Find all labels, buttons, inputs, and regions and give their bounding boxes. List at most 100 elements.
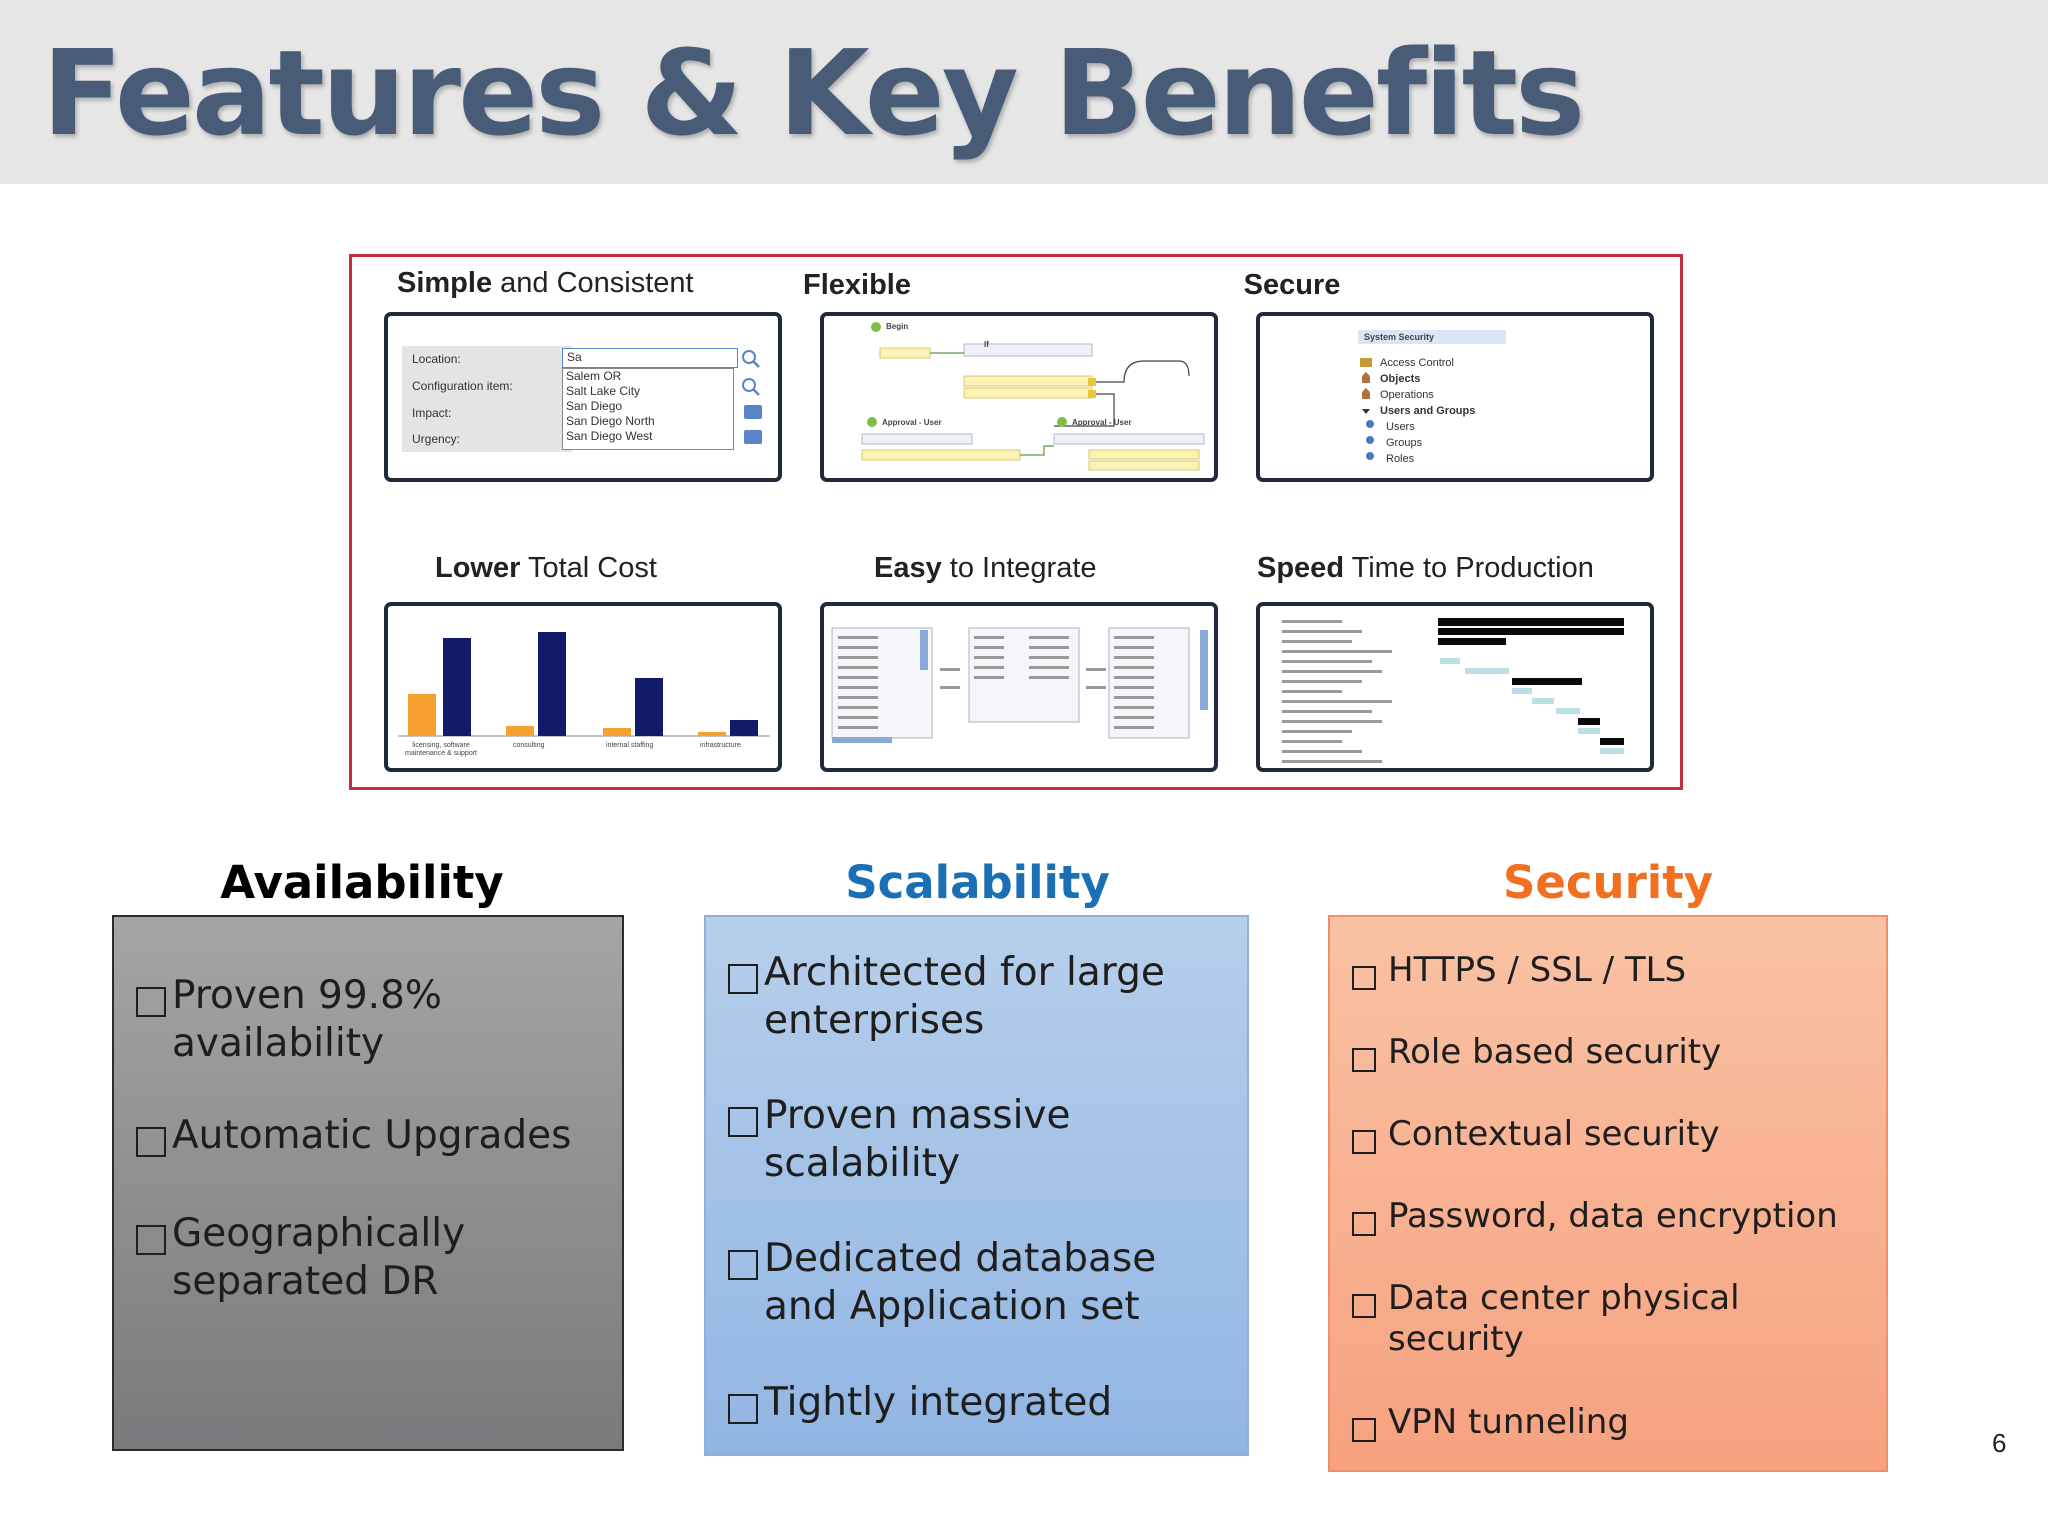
- page-number: 6: [1992, 1428, 2007, 1458]
- workflow-diagram: [861, 322, 1205, 471]
- bar-navy: [730, 720, 758, 736]
- bar-navy: [538, 632, 566, 736]
- form-label-location: Location:: [412, 352, 461, 366]
- list-item: Data center physical security: [1352, 1278, 1740, 1360]
- group-icon: [1366, 436, 1374, 444]
- availability-box: Proven 99.8% availability Automatic Upgr…: [112, 915, 624, 1451]
- checkbox-icon: [1352, 1212, 1376, 1236]
- checkbox-icon: [1352, 1130, 1376, 1154]
- list-item: Architected for large enterprises: [728, 949, 1165, 1045]
- form-label-urgency: Urgency:: [412, 432, 461, 446]
- workflow-panel: Begin If Approval - User Approval - User: [820, 312, 1218, 482]
- suggestion-item[interactable]: San Diego: [566, 399, 623, 413]
- location-input[interactable]: Sa: [562, 348, 738, 368]
- tree-icons: [1360, 358, 1374, 460]
- impact-select-icon[interactable]: [744, 405, 762, 419]
- tree-item[interactable]: Objects: [1380, 373, 1421, 385]
- flow-begin-label: Begin: [886, 322, 909, 331]
- form-label-ci: Configuration item:: [412, 379, 513, 393]
- list-item: Automatic Upgrades: [136, 1112, 571, 1160]
- form-label-impact: Impact:: [412, 406, 452, 420]
- suggestion-item[interactable]: Salem OR: [566, 369, 622, 383]
- list-item: Contextual security: [1352, 1114, 1720, 1155]
- caption-integrate: Easy to Integrate: [874, 552, 1097, 584]
- flow-approval-label: Approval - User: [1072, 418, 1132, 427]
- lock-icon: [1362, 372, 1370, 383]
- folder-icon: [1360, 358, 1372, 367]
- checkbox-icon: [728, 1394, 758, 1424]
- urgency-select-icon[interactable]: [744, 430, 762, 444]
- tree-item[interactable]: Access Control: [1380, 357, 1454, 369]
- bar-navy: [635, 678, 663, 736]
- suggestion-item[interactable]: Salt Lake City: [566, 384, 641, 398]
- list-item: Password, data encryption: [1352, 1196, 1838, 1237]
- cost-category-label: licensing, software maintenance & suppor…: [405, 742, 477, 757]
- list-item: Proven 99.8% availability: [136, 972, 442, 1068]
- caption-secure: Secure: [1243, 269, 1341, 301]
- lock-icon: [1362, 388, 1370, 399]
- list-item: Dedicated database and Application set: [728, 1235, 1156, 1331]
- scalability-title: Scalability: [845, 856, 1110, 909]
- bar-orange: [408, 694, 436, 736]
- cost-category-label: consulting: [513, 742, 545, 749]
- security-tree-panel: System Security Access Control Objects O…: [1256, 312, 1654, 482]
- availability-title: Availability: [220, 856, 504, 909]
- cost-chart-panel: licensing, software maintenance & suppor…: [384, 602, 782, 772]
- bar-orange: [698, 732, 726, 736]
- bar-orange: [603, 728, 631, 736]
- bar-navy: [443, 638, 471, 736]
- checkbox-icon: [728, 1250, 758, 1280]
- tree-item[interactable]: Roles: [1386, 453, 1415, 465]
- title-bar: Features & Key Benefits: [0, 0, 2048, 184]
- flow-approval-label: Approval - User: [882, 418, 942, 427]
- checkbox-icon: [1352, 966, 1376, 990]
- caption-cost: Lower Total Cost: [435, 552, 657, 584]
- suggestion-item[interactable]: San Diego North: [566, 414, 655, 428]
- tree-item[interactable]: Operations: [1380, 389, 1434, 401]
- tree-item[interactable]: Groups: [1386, 437, 1423, 449]
- tree-item[interactable]: Users and Groups: [1380, 405, 1476, 417]
- bar-orange: [506, 726, 534, 736]
- scalability-box: Architected for large enterprises Proven…: [704, 915, 1249, 1456]
- chevron-down-icon: [1362, 409, 1370, 414]
- list-item: Geographically separated DR: [136, 1210, 465, 1306]
- security-box: HTTPS / SSL / TLS Role based security Co…: [1328, 915, 1888, 1472]
- checkbox-icon: [1352, 1418, 1376, 1442]
- role-icon: [1366, 452, 1374, 460]
- security-title: Security: [1502, 856, 1714, 909]
- cost-category-label: infrastructure: [700, 742, 741, 749]
- gantt-panel: [1256, 602, 1654, 772]
- search-icon[interactable]: [740, 348, 762, 370]
- cost-bar-chart: [398, 632, 770, 737]
- list-item: Role based security: [1352, 1032, 1721, 1073]
- checkbox-icon: [136, 987, 166, 1017]
- slide-title: Features & Key Benefits: [42, 24, 1585, 162]
- checkbox-icon: [1352, 1294, 1376, 1318]
- caption-simple: Simple and Consistent: [397, 267, 694, 299]
- security-tree-header-bg: [1358, 330, 1506, 344]
- checkbox-icon: [136, 1225, 166, 1255]
- suggestion-list: Salem OR Salt Lake City San Diego San Di…: [562, 368, 734, 450]
- checkbox-icon: [728, 964, 758, 994]
- checkbox-icon: [1352, 1048, 1376, 1072]
- caption-speed: Speed Time to Production: [1257, 552, 1594, 584]
- search-icon[interactable]: [740, 376, 762, 398]
- form-label-column: [402, 346, 572, 452]
- tree-item[interactable]: Users: [1386, 421, 1415, 433]
- list-item: Tightly integrated: [728, 1379, 1112, 1427]
- simple-form-panel: Location: Configuration item: Impact: Ur…: [384, 312, 782, 482]
- field-mapping-panel: [820, 602, 1218, 772]
- security-tree-header: System Security: [1364, 332, 1435, 342]
- feature-screenshots: Simple and Consistent Flexible Secure Lo…: [349, 254, 1683, 790]
- flow-if-label: If: [984, 340, 989, 349]
- checkbox-icon: [136, 1127, 166, 1157]
- user-icon: [1366, 420, 1374, 428]
- cost-category-label: internal staffing: [606, 742, 654, 749]
- list-item: VPN tunneling: [1352, 1402, 1629, 1443]
- suggestion-item[interactable]: San Diego West: [566, 429, 653, 443]
- checkbox-icon: [728, 1107, 758, 1137]
- list-item: HTTPS / SSL / TLS: [1352, 950, 1686, 991]
- gantt-chart: [1282, 618, 1624, 763]
- caption-flexible: Flexible: [803, 269, 911, 301]
- field-mapping-lists: [831, 627, 1208, 743]
